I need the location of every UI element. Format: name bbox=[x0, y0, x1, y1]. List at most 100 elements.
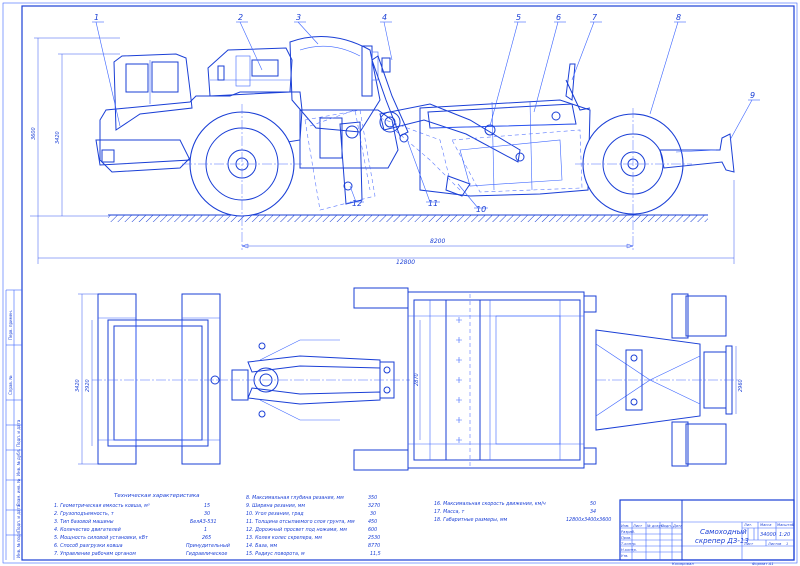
spec-label: 14. База, мм bbox=[246, 543, 278, 549]
drum bbox=[289, 36, 381, 133]
tb-format: Формат А1 bbox=[752, 561, 774, 566]
dim-front-width-outer: 2920 bbox=[85, 379, 91, 392]
callout-5: 5 bbox=[516, 13, 521, 22]
spec-value: 2530 bbox=[368, 535, 380, 541]
spec-value: 15 bbox=[204, 503, 210, 509]
callout-4: 4 bbox=[382, 13, 387, 22]
strip-label-2: Справ. № bbox=[8, 376, 13, 395]
plan-view: 2870 2960 bbox=[230, 287, 744, 471]
callout-10: 10 bbox=[476, 205, 486, 214]
dim-wheelbase: 8200 bbox=[430, 238, 445, 245]
spec-label: 1. Геометрическая емкость ковша, м³ bbox=[54, 503, 150, 509]
tb-copied: Копировал bbox=[672, 561, 694, 566]
callout-12: 12 bbox=[352, 199, 362, 208]
cab bbox=[113, 53, 193, 131]
tb-sheets-label: Листов bbox=[767, 542, 781, 546]
rear-wheel bbox=[575, 108, 692, 250]
tb-row-label: Изм. bbox=[621, 524, 629, 528]
tb-name-line2: скрепер ДЗ-13 bbox=[695, 537, 749, 545]
strip-label-4: Инв. № дубл. bbox=[16, 449, 21, 476]
tb-mass-value: 34000 bbox=[760, 532, 776, 538]
callout-7: 7 bbox=[592, 13, 598, 22]
spec-col-1: 1. Геометрическая емкость ковша, м³ 15 2… bbox=[54, 503, 230, 557]
front-view: 3420 2920 bbox=[75, 293, 228, 465]
tb-sheets-value: 1 bbox=[786, 542, 788, 546]
tb-col-label: № докум. bbox=[646, 524, 665, 528]
dim-front-width-inner: 3420 bbox=[75, 379, 81, 392]
plan-hitch bbox=[230, 339, 410, 421]
spec-label: 5. Мощность силовой установки, кВт bbox=[54, 535, 148, 541]
side-view: 3600 3420 8200 12800 bbox=[30, 13, 760, 266]
tb-scale-label: Масштаб bbox=[777, 523, 795, 527]
tb-row-label: Утв. bbox=[621, 554, 629, 558]
dim-rear-width: 2960 bbox=[738, 379, 744, 392]
front-wheel bbox=[182, 104, 302, 250]
strip-label-1: Перв. примен. bbox=[8, 310, 13, 340]
spec-label: 4. Количество двигателей bbox=[54, 527, 121, 533]
dim-height-cab: 3420 bbox=[55, 131, 61, 144]
tb-row-label: Т.контр. bbox=[621, 542, 637, 546]
callout-leaders bbox=[92, 21, 760, 209]
spec-label: 8. Максимальная глубина резания, мм bbox=[246, 495, 344, 501]
spec-label: 7. Управление рабочим органом bbox=[54, 551, 136, 557]
spec-label: 3. Тип базовой машины bbox=[54, 519, 114, 525]
spec-label: 13. Колея колес скрепера, мм bbox=[246, 535, 322, 541]
callout-2: 2 bbox=[238, 13, 243, 22]
spec-label: 11. Толщина отсыпаемого слоя грунта, мм bbox=[246, 519, 355, 525]
spec-value: 30 bbox=[204, 511, 210, 517]
spec-value: 34 bbox=[590, 509, 596, 515]
spec-label: 16. Максимальная скорость движения, км/ч bbox=[434, 501, 546, 507]
spec-table: Техническая характеристика 1. Геометриче… bbox=[54, 493, 611, 557]
callout-1: 1 bbox=[94, 13, 99, 22]
spec-label: 15. Радиус поворота, м bbox=[246, 551, 305, 557]
spec-label: 2. Грузоподъемность, т bbox=[54, 511, 114, 517]
spec-value: 450 bbox=[368, 519, 377, 525]
plan-rear: 2960 bbox=[595, 293, 744, 467]
dim-height-overall: 3600 bbox=[31, 127, 37, 140]
spec-value: 350 bbox=[368, 495, 377, 501]
tb-sheet-label: Лист bbox=[743, 542, 754, 546]
tb-col-label: Подп. bbox=[661, 524, 672, 528]
tb-row-label: Н.контр. bbox=[621, 548, 637, 552]
tb-lit-label: Лит. bbox=[743, 523, 752, 527]
spec-value: 30 bbox=[370, 511, 376, 517]
spec-value: 600 bbox=[368, 527, 377, 533]
spec-label: 10. Угол резания, град bbox=[246, 511, 304, 517]
spec-label: 6. Способ разгрузки ковша bbox=[54, 543, 123, 549]
spec-value: 265 bbox=[202, 535, 211, 541]
strip-label-7: Инв. № подл. bbox=[16, 530, 21, 558]
ground-hatch bbox=[108, 215, 708, 222]
spec-col-2: 8. Максимальная глубина резания, мм 350 … bbox=[246, 495, 381, 557]
dim-bowl-width: 2870 bbox=[414, 373, 420, 386]
spec-value: 11,5 bbox=[370, 551, 381, 557]
spec-label: 18. Габаритные размеры, мм bbox=[434, 517, 508, 523]
callout-6: 6 bbox=[556, 13, 561, 22]
callout-numbers: 1 2 3 4 5 6 7 8 9 10 11 12 bbox=[94, 13, 755, 214]
spec-value: Принудительный bbox=[186, 543, 230, 549]
tb-col-label: Лист bbox=[632, 524, 643, 528]
tb-scale-value: 1:20 bbox=[779, 532, 790, 538]
spec-heading: Техническая характеристика bbox=[114, 493, 200, 499]
spec-col-3: 16. Максимальная скорость движения, км/ч… bbox=[434, 501, 611, 523]
hitch-assembly bbox=[299, 55, 525, 211]
dim-length-overall: 12800 bbox=[396, 259, 415, 266]
side-strip: Перв. примен. Справ. № Подп. и дата Инв.… bbox=[5, 289, 22, 560]
spec-label: 12. Дорожный просвет под ножами, мм bbox=[246, 527, 347, 533]
plan-bowl: 2870 bbox=[353, 287, 597, 471]
tb-mass-label: Масса bbox=[760, 523, 771, 527]
spec-label: 17. Масса, т bbox=[434, 509, 464, 515]
spec-value: 1 bbox=[204, 527, 207, 533]
strip-label-6: Подп. и дата bbox=[16, 504, 21, 532]
tb-row-label: Разраб. bbox=[621, 530, 635, 534]
push-block bbox=[659, 133, 735, 173]
spec-value: 12800х3400х3600 bbox=[566, 517, 611, 523]
callout-3: 3 bbox=[296, 13, 301, 22]
drawing-frame bbox=[21, 5, 795, 561]
scraper-bowl bbox=[419, 63, 591, 197]
title-block: Изм. Разраб. Пров. Т.контр. Н.контр. Утв… bbox=[619, 499, 795, 566]
spec-value: 3270 bbox=[368, 503, 380, 509]
spec-value: Гидравлическое bbox=[186, 551, 227, 557]
spec-value: 8770 bbox=[368, 543, 380, 549]
